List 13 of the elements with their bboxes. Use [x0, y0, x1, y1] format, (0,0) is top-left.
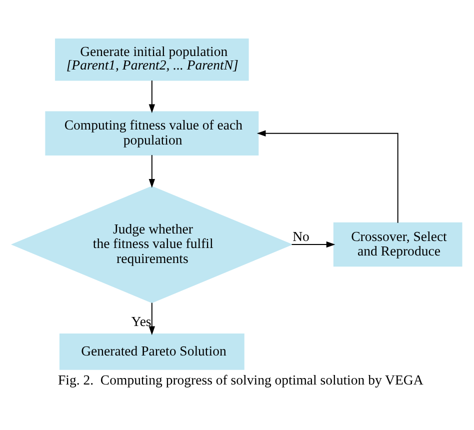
node-box: Generated Pareto Solution: [59, 333, 244, 370]
node-box: Generate initial population [Parent1, Parent2, ... ParentN]: [55, 38, 249, 80]
edge-label: Yes: [131, 313, 152, 328]
arrow: [291, 240, 336, 248]
node-diamond: Judge whether the fitness value fulfil requirements: [10, 185, 293, 303]
node-box: Crossover, Select and Reproduce: [333, 222, 462, 266]
node-box: Computing fitness value of each population: [45, 110, 259, 155]
arrow: [256, 130, 398, 223]
arrow: [148, 80, 156, 113]
arrow: [148, 154, 156, 188]
arrow: [148, 302, 156, 335]
edge-label: No: [292, 228, 310, 244]
caption: Fig. 2. Computing progress of solving optimal solution by VEGA: [58, 372, 424, 387]
